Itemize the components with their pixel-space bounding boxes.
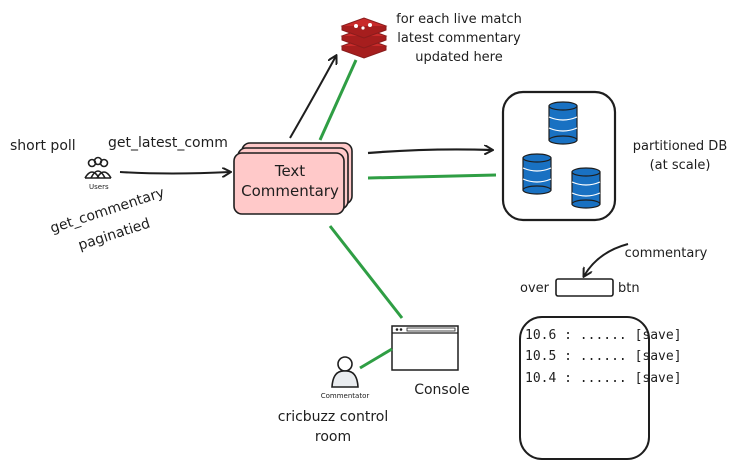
arrow-users-to-service <box>119 172 230 174</box>
commentary-pointer-label: commentary <box>625 246 708 261</box>
commentator-icon <box>331 356 359 388</box>
db-label-line1: partitioned DB <box>633 139 728 154</box>
commentary-entry: 10.5 : ...... [save] <box>525 349 682 364</box>
control-room-label-line1: cricbuzz control <box>278 409 388 425</box>
database-cylinder-icon <box>548 101 578 145</box>
users-caption: Users <box>89 183 109 191</box>
arrow-service-to-db <box>367 149 492 153</box>
console-label: Console <box>414 382 470 398</box>
get-latest-label: get_latest_comm <box>108 135 228 151</box>
over-input[interactable] <box>555 278 614 297</box>
cache-note-line1: for each live match <box>396 12 522 27</box>
cache-note-line2: latest commentary <box>397 31 521 46</box>
arrow-commentary-pointer <box>584 243 629 276</box>
service-label-line1: Text <box>274 162 305 180</box>
short-poll-label: short poll <box>10 138 76 154</box>
control-room-label-line2: room <box>315 429 351 445</box>
cache-note-line3: updated here <box>415 50 502 65</box>
arrow-service-to-cache <box>289 56 336 139</box>
commentary-list-panel <box>519 316 650 460</box>
users-icon <box>84 156 112 179</box>
commentary-entry: 10.4 : ...... [save] <box>525 371 682 386</box>
db-label-line2: (at scale) <box>650 158 711 173</box>
service-label-line2: Commentary <box>241 182 339 200</box>
btn-label[interactable]: btn <box>618 281 640 296</box>
database-cylinder-icon <box>571 167 601 209</box>
commentator-caption: Commentator <box>321 392 370 400</box>
console-window-icon <box>391 325 459 371</box>
database-cylinder-icon <box>522 153 552 195</box>
green-link-service-cache <box>318 59 358 141</box>
commentary-entry: 10.6 : ...... [save] <box>525 328 682 343</box>
cache-icon <box>340 17 388 59</box>
green-link-service-console <box>328 225 404 319</box>
text-commentary-service <box>233 142 353 215</box>
over-label: over <box>520 281 550 296</box>
green-link-service-db <box>367 173 497 180</box>
green-link-commentator-console <box>359 347 393 370</box>
